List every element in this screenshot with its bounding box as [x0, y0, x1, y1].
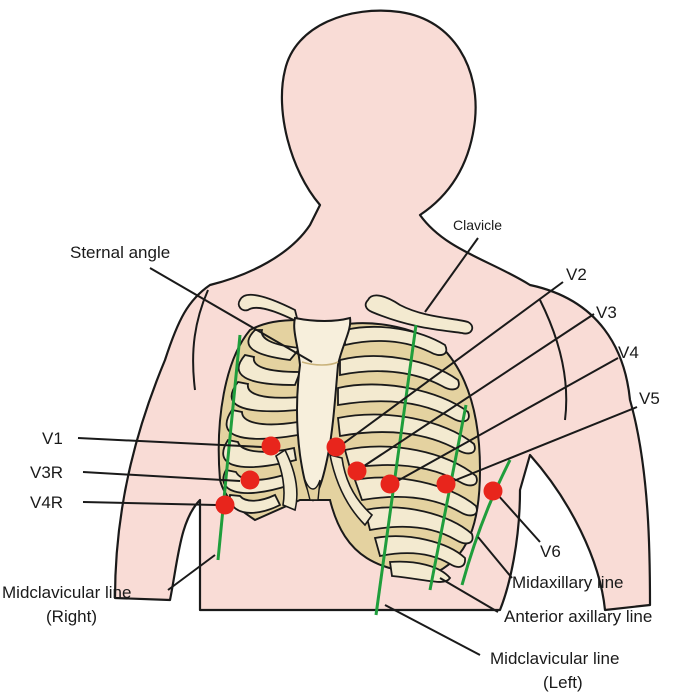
rib-left-8	[373, 535, 466, 568]
rib-left-3	[337, 383, 470, 423]
leader-sternal-angle	[149, 267, 313, 363]
label-v3r: V3R	[30, 463, 63, 482]
sternal-angle-mark	[301, 361, 339, 366]
leader-v6	[496, 493, 541, 543]
label-v4: V4	[618, 343, 639, 362]
rib-right-7	[229, 493, 282, 514]
leader-v3r	[82, 471, 241, 482]
electrodes	[215, 436, 503, 515]
costal-cartilage-right	[275, 448, 298, 512]
leader-v2	[339, 281, 564, 447]
rib-right-1	[247, 329, 302, 361]
leader-v5	[445, 406, 638, 485]
rib-left-2	[339, 355, 460, 391]
label-anterior-axillary: Anterior axillary line	[504, 607, 652, 626]
midclavicular-line-right	[216, 334, 242, 561]
rib-left-9	[388, 560, 452, 583]
label-midclavicular-left-line2: (Left)	[543, 673, 583, 692]
guide-lines	[216, 324, 512, 616]
electrode-v1	[261, 436, 281, 456]
label-midclavicular-left-line1: Midclavicular line	[490, 649, 619, 668]
leader-clavicle	[424, 237, 479, 313]
label-midclavicular-right-line2: (Right)	[46, 607, 97, 626]
leader-v3	[357, 313, 595, 471]
electrode-v3	[347, 461, 367, 481]
electrode-v5	[436, 474, 456, 494]
leader-midclavicular-left	[384, 604, 481, 656]
midclavicular-line-left	[374, 324, 418, 616]
label-v2: V2	[566, 265, 587, 284]
leader-v4r	[82, 501, 217, 506]
clavicle-left	[364, 294, 474, 335]
midaxillary-line	[460, 459, 512, 586]
leader-anterior-axillary	[439, 577, 499, 613]
label-clavicle: Clavicle	[453, 217, 502, 233]
rib-left-7	[363, 506, 474, 545]
label-v3: V3	[596, 303, 617, 322]
label-v4r: V4R	[30, 493, 63, 512]
label-sternal-angle: Sternal angle	[70, 243, 170, 262]
leader-v4	[391, 357, 619, 485]
labels: Sternal angle Clavicle V2 V3 V4 V5 V6 V1…	[2, 217, 660, 692]
rib-right-2	[237, 354, 302, 386]
leader-lines	[77, 237, 638, 656]
xiphoid	[304, 479, 321, 501]
right-arm-crease	[539, 299, 568, 421]
label-midclavicular-right-line1: Midclavicular line	[2, 583, 131, 602]
leader-midaxillary	[477, 536, 513, 579]
electrode-v2	[326, 437, 346, 457]
clavicle-right	[237, 293, 300, 324]
rib-left-1	[344, 325, 448, 356]
electrode-v6	[483, 481, 503, 501]
label-v6: V6	[540, 542, 561, 561]
leader-v1	[77, 437, 263, 448]
leader-midclavicular-right	[167, 554, 216, 591]
label-v1: V1	[42, 429, 63, 448]
electrode-v4	[380, 474, 400, 494]
anterior-axillary-line	[428, 404, 468, 591]
label-midaxillary: Midaxillary line	[512, 573, 623, 592]
electrode-v3r	[240, 470, 260, 490]
costal-cartilage-left	[328, 453, 374, 527]
electrode-v4r	[215, 495, 235, 515]
label-v5: V5	[639, 389, 660, 408]
